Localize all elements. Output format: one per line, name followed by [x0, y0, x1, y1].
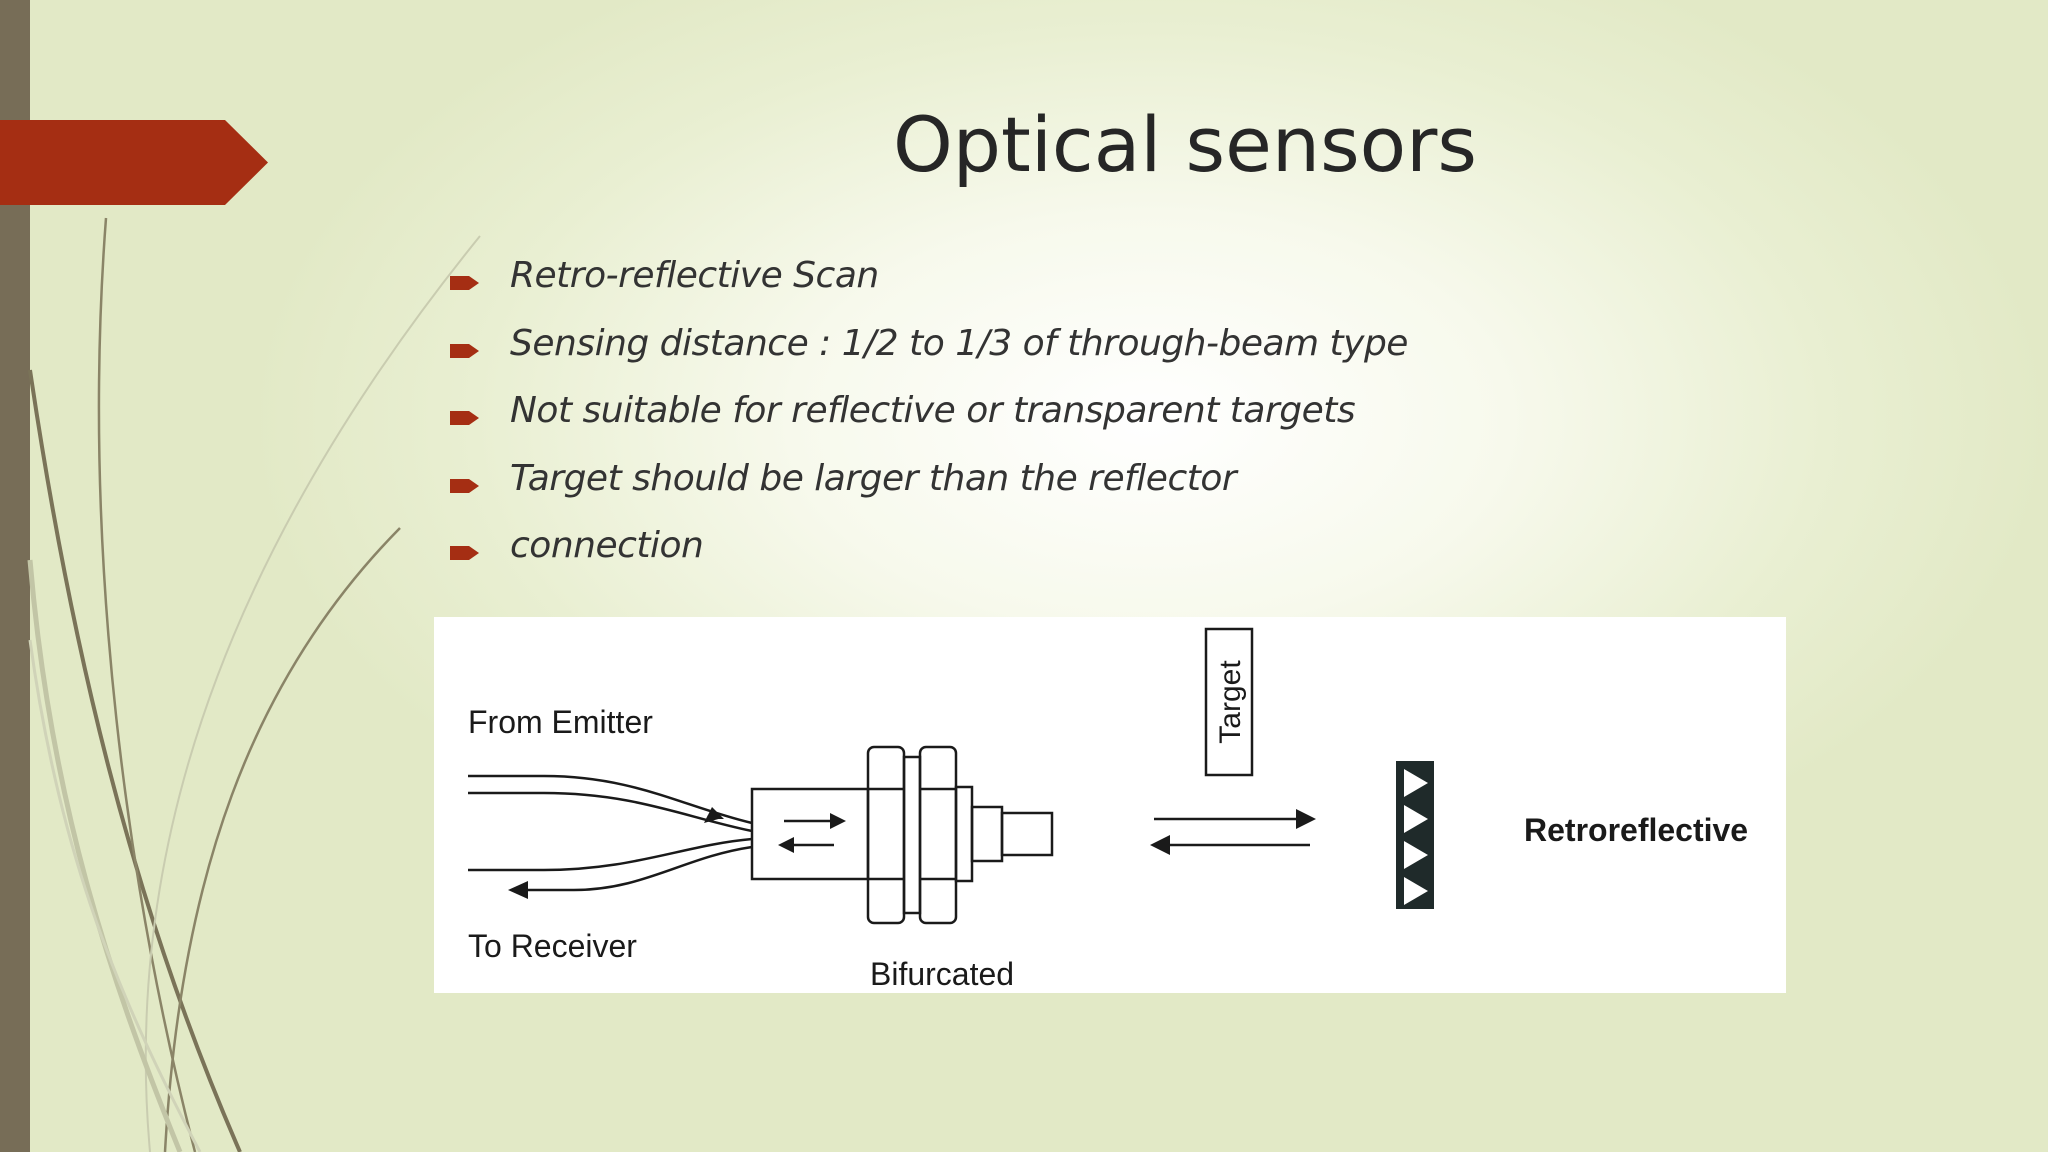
title-arrow-shape	[0, 120, 268, 205]
receiver-fiber	[514, 845, 753, 892]
receiver-fiber	[468, 837, 753, 872]
arrow-bullet-icon	[450, 478, 479, 493]
inner-left-arrow-icon	[778, 837, 794, 853]
arrow-bullet-icon	[450, 276, 479, 290]
thread-section	[902, 755, 922, 915]
sensor-neck	[954, 785, 974, 883]
sensor-collar	[970, 805, 1004, 863]
sensor-tip	[1000, 811, 1054, 857]
reflector-icon	[1396, 761, 1434, 909]
emitter-fiber	[468, 791, 753, 833]
bullet-text: Not suitable for reflective or transpare…	[510, 390, 1356, 431]
retroreflective-label: Retroreflective	[1524, 812, 1748, 848]
arrow-bullet-icon	[450, 411, 479, 425]
beam-left-arrow-icon	[1150, 835, 1170, 855]
from-emitter-label: From Emitter	[468, 704, 653, 740]
inner-right-arrow-icon	[830, 813, 846, 829]
decorative-curves	[27, 217, 481, 1152]
emitter-fiber	[468, 774, 753, 825]
to-receiver-label: To Receiver	[468, 928, 637, 964]
receiver-arrow-icon	[508, 881, 528, 899]
bullet-text: Sensing distance : 1/2 to 1/3 of through…	[510, 322, 1408, 364]
bullet-text: connection	[510, 525, 704, 566]
target-box	[1204, 627, 1254, 777]
arrow-bullet-icon	[450, 546, 479, 560]
hex-nut	[866, 745, 906, 925]
slide-title: Optical sensors	[892, 100, 1478, 189]
bifurcated-label: Bifurcated	[870, 956, 1014, 992]
arrow-bullet-icon	[450, 343, 479, 358]
target-label: Target	[1214, 660, 1247, 744]
bullet-text: Target should be larger than the reflect…	[510, 457, 1237, 499]
sensor-barrel	[750, 787, 870, 881]
hex-nut	[918, 745, 958, 925]
beam-right-arrow-icon	[1296, 809, 1316, 829]
bullet-text: Retro-reflective Scan	[510, 255, 879, 296]
diagram-canvas: From Emitter To Receiver Bifurcated Retr…	[468, 627, 1748, 992]
retroreflective-diagram: From Emitter To Receiver Bifurcated Retr…	[434, 617, 1786, 993]
